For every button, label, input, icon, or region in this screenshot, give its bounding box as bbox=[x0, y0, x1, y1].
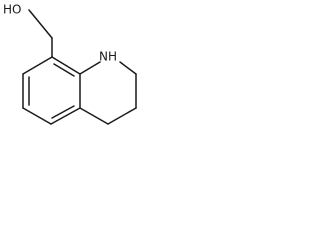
bond-n1-c2 bbox=[119, 61, 137, 75]
bond-o-ch2 bbox=[28, 9, 53, 39]
amine-label: NH bbox=[99, 50, 117, 64]
double-bond-inner-c4a-c5 bbox=[51, 105, 75, 119]
bond-c3-c4 bbox=[107, 107, 137, 125]
bond-c8a-n1 bbox=[79, 61, 101, 75]
bond-c5-c6 bbox=[22, 107, 52, 125]
bond-c4a-c5 bbox=[50, 107, 81, 125]
bond-c8-c8a bbox=[51, 56, 81, 75]
double-bond-inner-c8-c8a bbox=[53, 63, 75, 77]
hydroxyl-label: HO bbox=[3, 3, 21, 17]
chemical-structure-diagram: HO NH bbox=[3, 3, 137, 125]
bond-c7-c8 bbox=[22, 56, 53, 75]
bond-c4-c4a bbox=[79, 107, 109, 125]
